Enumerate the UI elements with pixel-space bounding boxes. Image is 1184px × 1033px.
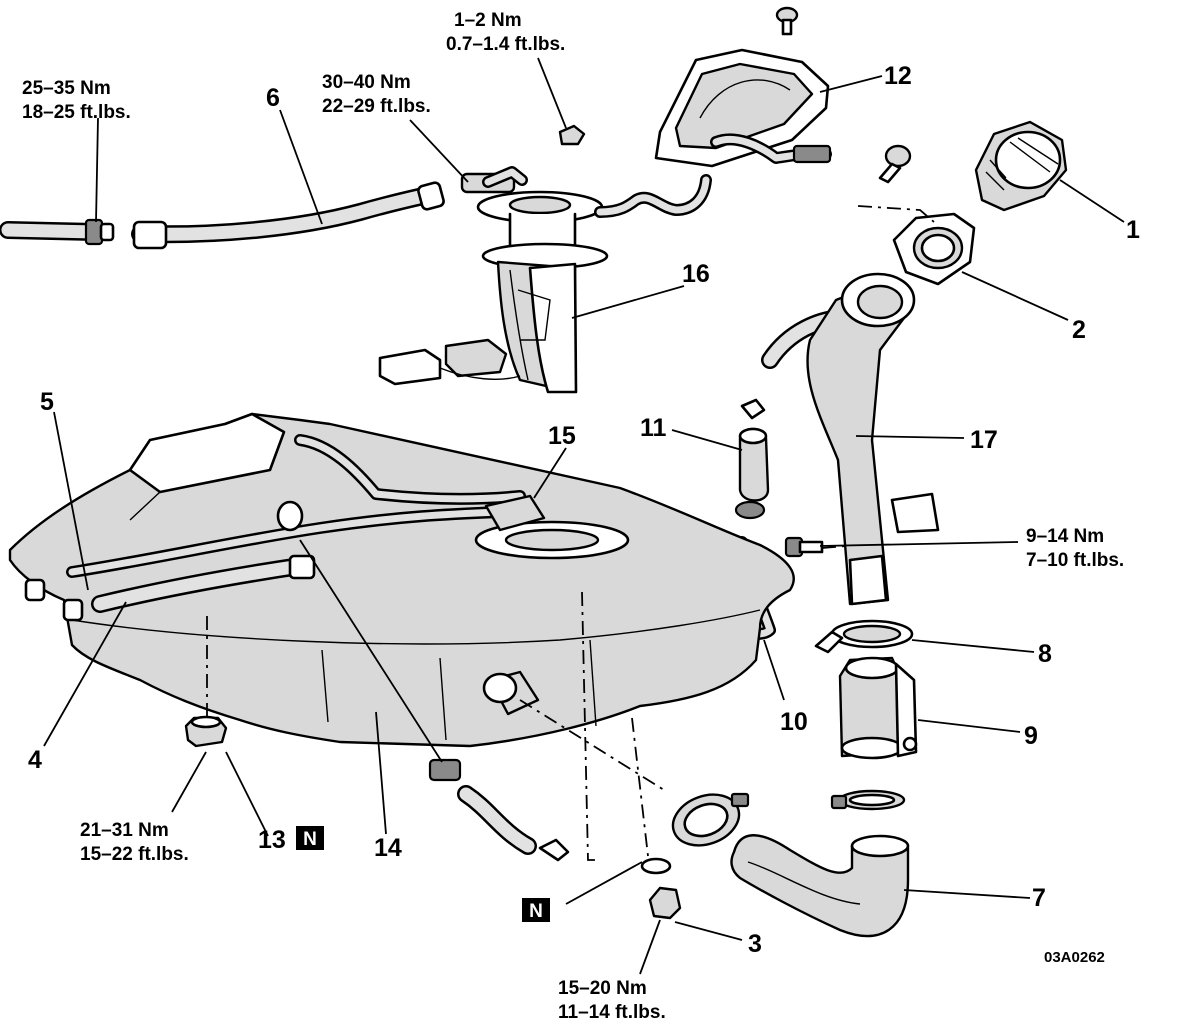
torque-spec-drain-plug: 21–31 Nm 15–22 ft.lbs. — [80, 820, 189, 865]
label-part-13: 13 — [258, 826, 286, 854]
label-part-8: 8 — [1038, 640, 1052, 668]
label-part-10: 10 — [780, 708, 808, 736]
label-part-11: 11 — [640, 414, 667, 442]
small-clip-screw — [558, 124, 586, 146]
part-number-labels: 1 2 3 4 5 6 7 8 9 10 11 12 13 14 15 16 1… — [28, 62, 1140, 958]
torque-spec-fuel-line: 25–35 Nm 18–25 ft.lbs. — [22, 78, 131, 123]
torque-ftlbs: 11–14 ft.lbs. — [558, 1002, 666, 1023]
filler-hose-9 — [838, 656, 918, 760]
torque-nm: 25–35 Nm — [22, 78, 111, 99]
label-part-6: 6 — [266, 84, 280, 112]
hose-clamp-left — [671, 792, 750, 847]
torque-nm: 1–2 Nm — [454, 10, 522, 31]
label-part-16: 16 — [682, 260, 710, 288]
label-part-9: 9 — [1024, 722, 1038, 750]
fuel-filler-neck — [761, 272, 940, 606]
label-part-17: 17 — [970, 426, 998, 454]
torque-ftlbs: 15–22 ft.lbs. — [80, 844, 189, 865]
new-part-letter-nut: N — [529, 901, 543, 922]
tank-nut-3 — [640, 857, 682, 920]
torque-spec-pump-fitting: 30–40 Nm 22–29 ft.lbs. — [322, 72, 431, 117]
fuel-tank — [8, 412, 795, 748]
fuel-pump-assembly — [378, 166, 712, 394]
torque-ftlbs: 22–29 ft.lbs. — [322, 96, 431, 117]
filler-hose-7 — [730, 834, 910, 938]
fuel-cap — [974, 120, 1068, 212]
cover-screw — [775, 6, 799, 36]
new-part-mark-nut: N — [522, 898, 550, 922]
torque-ftlbs: 0.7–1.4 ft.lbs. — [446, 34, 565, 55]
torque-ftlbs: 18–25 ft.lbs. — [22, 102, 131, 123]
label-part-2: 2 — [1072, 316, 1086, 344]
vent-valve-11 — [734, 398, 770, 520]
fuel-line-hose — [0, 181, 445, 250]
hose-clamp-lower-right — [830, 789, 906, 811]
filler-neck-screw — [878, 144, 912, 184]
label-part-5: 5 — [40, 388, 54, 416]
torque-nm: 21–31 Nm — [80, 820, 169, 841]
hose-clamp-8 — [814, 619, 914, 654]
label-part-7: 7 — [1032, 884, 1046, 912]
torque-spec-filler-bolt: 9–14 Nm 7–10 ft.lbs. — [1026, 526, 1124, 571]
torque-nm: 30–40 Nm — [322, 72, 411, 93]
lower-hose — [428, 758, 570, 862]
label-part-15: 15 — [548, 422, 576, 450]
new-part-mark-13: N — [296, 826, 324, 850]
label-part-1: 1 — [1126, 216, 1140, 244]
torque-spec-tank-nut: 15–20 Nm 11–14 ft.lbs. — [558, 978, 666, 1023]
torque-ftlbs: 7–10 ft.lbs. — [1026, 550, 1124, 571]
new-part-letter-13: N — [303, 829, 317, 850]
torque-nm: 15–20 Nm — [558, 978, 647, 999]
torque-nm: 9–14 Nm — [1026, 526, 1104, 547]
label-part-12: 12 — [884, 62, 912, 90]
tank-drain-plug — [184, 715, 228, 748]
pump-cover-protector — [654, 48, 832, 168]
label-part-14: 14 — [374, 834, 402, 862]
torque-spec-screw-top: 1–2 Nm 0.7–1.4 ft.lbs. — [446, 10, 565, 55]
label-part-4: 4 — [28, 746, 42, 774]
filler-neck-bolt — [784, 536, 824, 558]
filler-neck-gasket — [892, 212, 976, 286]
leader-lines — [43, 57, 1125, 975]
diagram-code: 03A0262 — [1044, 949, 1105, 966]
label-part-3: 3 — [748, 930, 762, 958]
